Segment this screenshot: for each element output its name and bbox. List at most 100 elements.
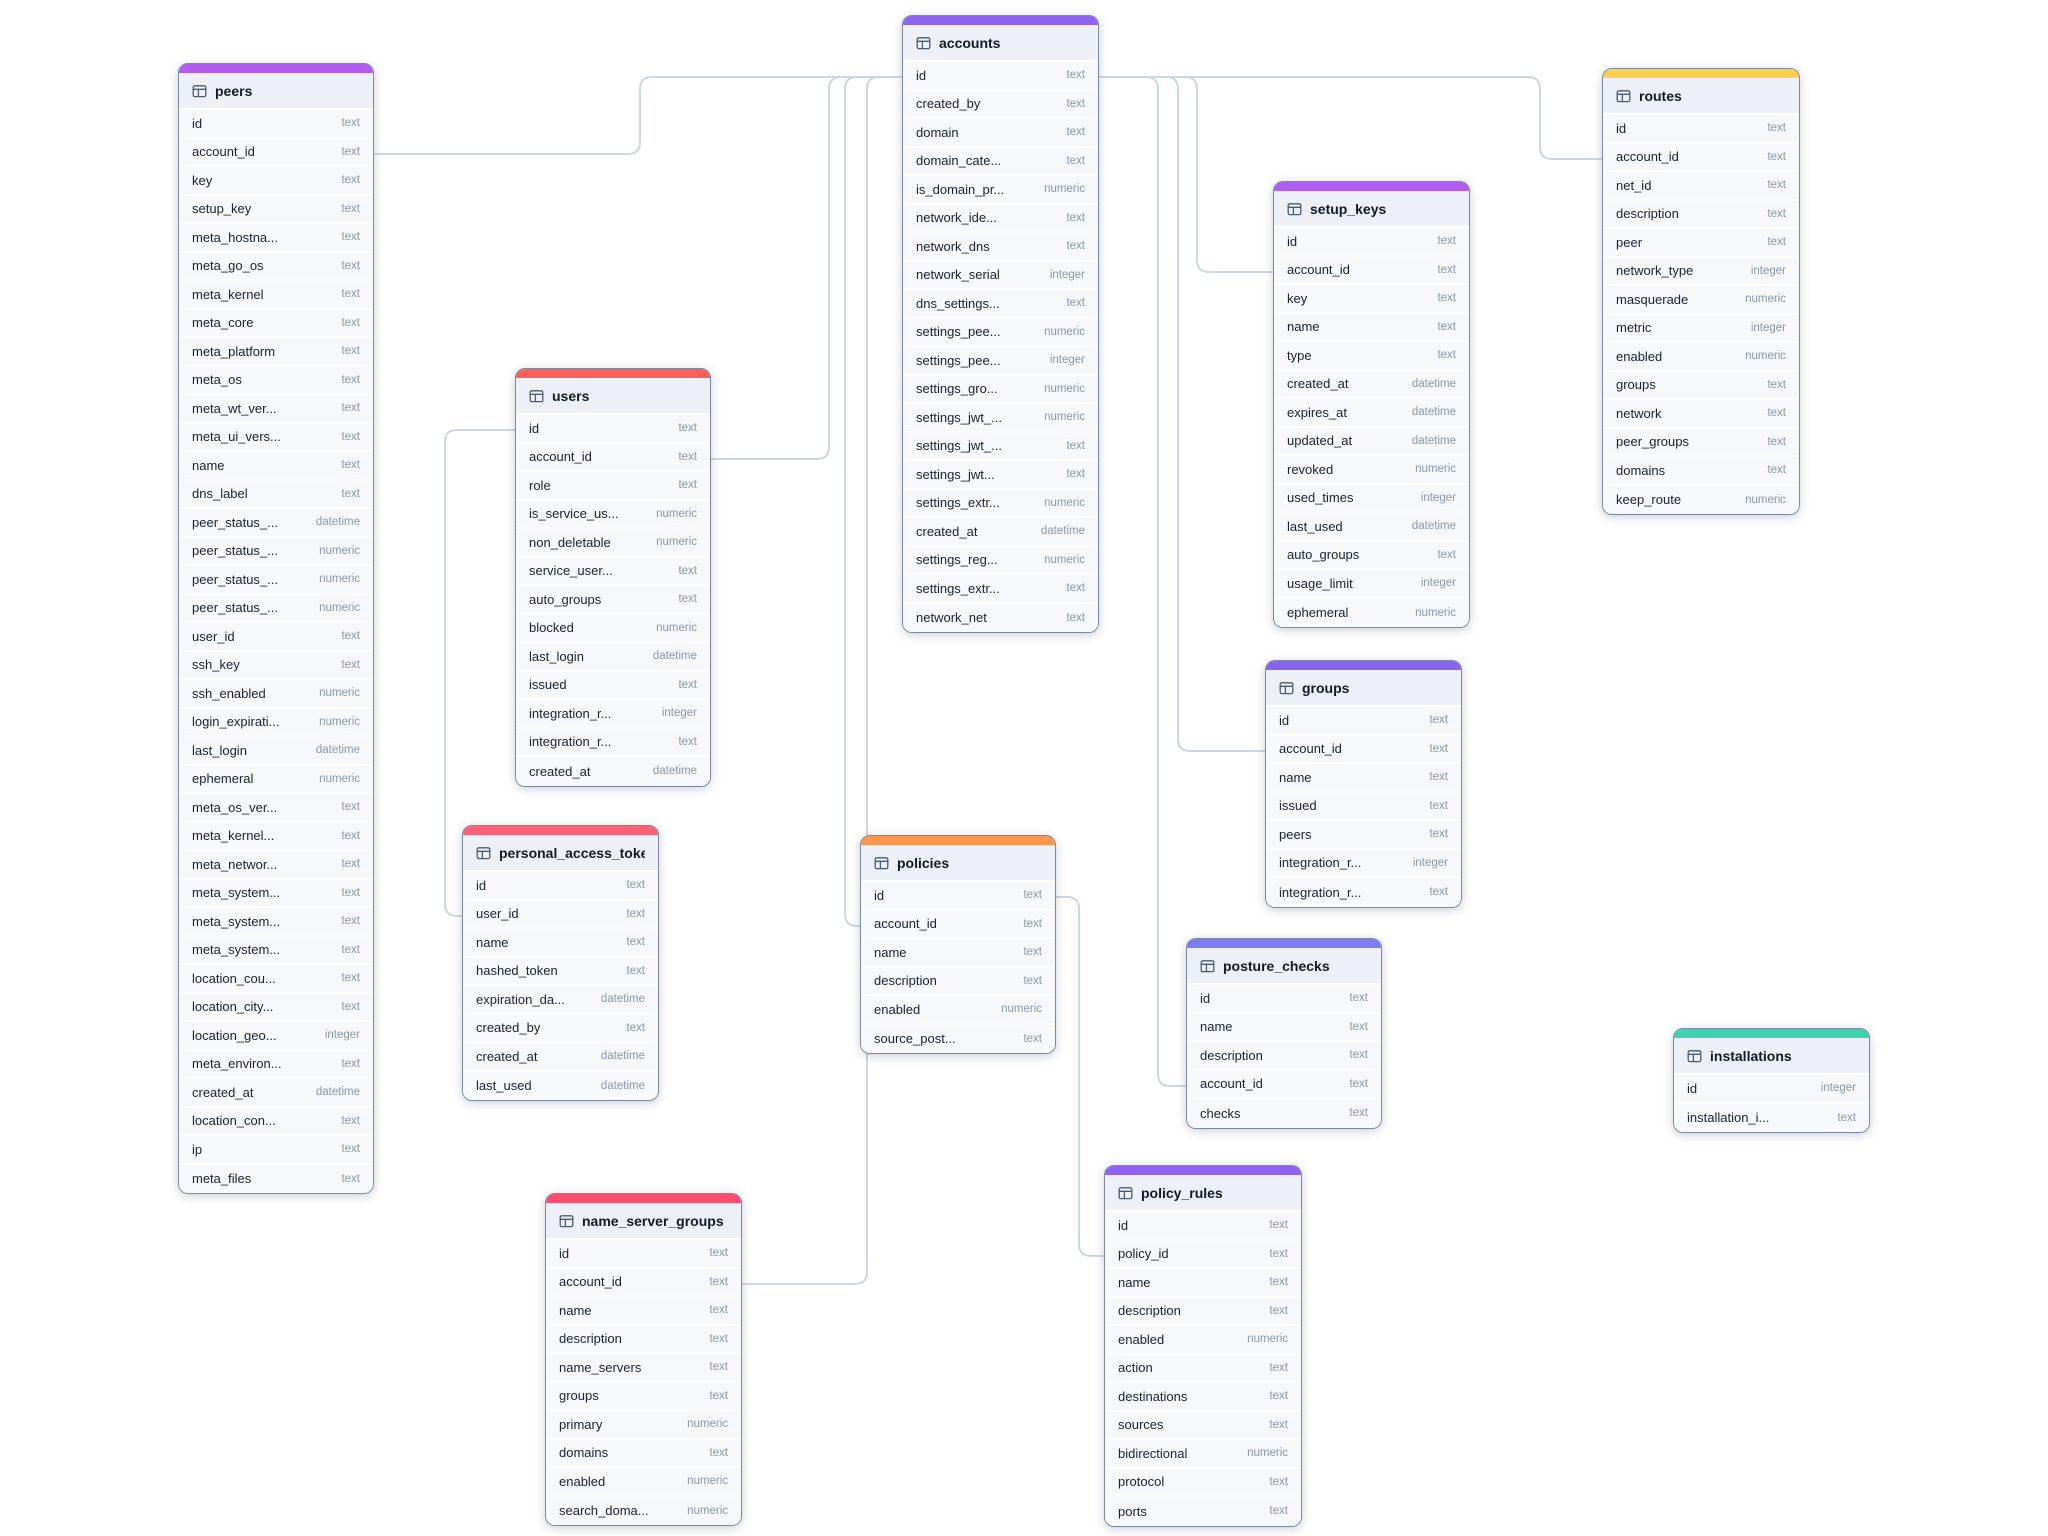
field-row: name text [1274, 313, 1469, 342]
field-name: domains [1616, 462, 1666, 478]
field-row: location_cou... text [179, 965, 373, 994]
field-row: search_doma... numeric [546, 1496, 741, 1525]
table-setup_keys[interactable]: setup_keys id text account_id text key t… [1273, 181, 1470, 628]
field-name: ephemeral [1287, 605, 1349, 621]
field-list: id text account_id text name text issued… [1266, 707, 1461, 907]
field-name: description [1616, 206, 1679, 222]
field-name: bidirectional [1118, 1445, 1188, 1461]
table-policy_rules[interactable]: policy_rules id text policy_id text name… [1104, 1165, 1302, 1527]
table-accent-bar [1187, 939, 1381, 948]
table-users[interactable]: users id text account_id text role text … [515, 368, 711, 787]
table-posture_checks[interactable]: posture_checks id text name text descrip… [1186, 938, 1382, 1129]
table-personal_access_tokens[interactable]: personal_access_tokens id text user_id t… [462, 825, 659, 1101]
field-row: id integer [1674, 1075, 1869, 1104]
field-row: description text [861, 967, 1055, 996]
field-name: created_at [192, 1084, 254, 1100]
field-name: issued [1279, 798, 1317, 814]
field-type: text [1066, 582, 1085, 595]
field-type: text [341, 886, 360, 899]
field-name: ports [1118, 1503, 1147, 1519]
field-name: settings_extr... [916, 495, 1000, 511]
field-name: expiration_da... [476, 991, 565, 1007]
field-type: numeric [1044, 382, 1085, 395]
field-row: created_at datetime [516, 757, 710, 786]
field-row: meta_wt_ver... text [179, 395, 373, 424]
field-type: text [1269, 1505, 1288, 1518]
field-type: text [1066, 240, 1085, 253]
field-row: meta_files text [179, 1164, 373, 1193]
field-name: ephemeral [192, 771, 254, 787]
field-type: text [341, 373, 360, 386]
field-row: created_at datetime [1274, 370, 1469, 399]
field-row: peer_status_... numeric [179, 537, 373, 566]
table-routes[interactable]: routes id text account_id text net_id te… [1602, 68, 1800, 515]
field-type: numeric [1044, 183, 1085, 196]
field-row: masquerade numeric [1603, 286, 1799, 315]
field-row: last_login datetime [179, 737, 373, 766]
field-type: text [341, 972, 360, 985]
field-name: policy_id [1118, 1246, 1169, 1262]
field-row: domain text [903, 119, 1098, 148]
field-row: last_login datetime [516, 643, 710, 672]
field-row: meta_platform text [179, 338, 373, 367]
table-title: name_server_groups [582, 1212, 724, 1229]
field-type: datetime [315, 516, 360, 529]
field-name: location_con... [192, 1113, 276, 1129]
table-header: peers [179, 73, 373, 110]
field-name: account_id [192, 144, 255, 160]
field-row: integration_r... integer [1266, 849, 1461, 878]
table-header: policy_rules [1105, 1175, 1301, 1212]
field-name: peer_status_... [192, 600, 278, 616]
field-type: integer [1820, 1082, 1856, 1095]
field-type: text [1066, 211, 1085, 224]
table-policies[interactable]: policies id text account_id text name te… [860, 835, 1056, 1054]
field-type: text [1066, 297, 1085, 310]
field-type: text [626, 936, 645, 949]
table-peers[interactable]: peers id text account_id text key text s… [178, 63, 374, 1194]
field-type: text [341, 117, 360, 130]
field-row: enabled numeric [1603, 343, 1799, 372]
field-name: auto_groups [529, 591, 602, 607]
field-type: text [1437, 349, 1456, 362]
field-type: numeric [319, 772, 360, 785]
field-type: text [1023, 1032, 1042, 1045]
field-type: text [1437, 548, 1456, 561]
field-type: text [1066, 126, 1085, 139]
field-name: groups [1616, 377, 1656, 393]
field-name: name [559, 1302, 592, 1318]
field-type: numeric [1415, 606, 1456, 619]
field-row: account_id text [1603, 143, 1799, 172]
field-list: id text account_id text net_id text desc… [1603, 115, 1799, 514]
field-row: ports text [1105, 1497, 1301, 1526]
field-name: integration_r... [529, 734, 612, 750]
field-name: sources [1118, 1417, 1164, 1433]
field-row: id text [463, 872, 658, 901]
field-type: integer [1049, 354, 1085, 367]
field-row: settings_jwt... text [903, 461, 1098, 490]
table-accounts[interactable]: accounts id text created_by text domain … [902, 15, 1099, 633]
table-icon [874, 856, 889, 870]
field-type: datetime [1411, 434, 1456, 447]
field-type: text [1767, 122, 1786, 135]
field-type: text [341, 1057, 360, 1070]
field-name: settings_jwt... [916, 466, 995, 482]
field-name: created_by [476, 1020, 541, 1036]
field-row: meta_environ... text [179, 1050, 373, 1079]
field-name: non_deletable [529, 534, 611, 550]
field-type: text [341, 915, 360, 928]
field-name: name [476, 934, 509, 950]
table-groups[interactable]: groups id text account_id text name text… [1265, 660, 1462, 908]
field-name: location_city... [192, 999, 274, 1015]
field-name: settings_gro... [916, 381, 998, 397]
field-row: network text [1603, 400, 1799, 429]
field-name: meta_os_ver... [192, 799, 278, 815]
table-title: policies [897, 854, 950, 871]
field-row: account_id text [546, 1268, 741, 1297]
field-name: settings_extr... [916, 580, 1000, 596]
table-installations[interactable]: installations id integer installation_i.… [1673, 1028, 1870, 1133]
table-name_server_groups[interactable]: name_server_groups id text account_id te… [545, 1193, 742, 1526]
field-row: network_serial integer [903, 261, 1098, 290]
field-type: text [678, 593, 697, 606]
table-header: posture_checks [1187, 948, 1381, 985]
